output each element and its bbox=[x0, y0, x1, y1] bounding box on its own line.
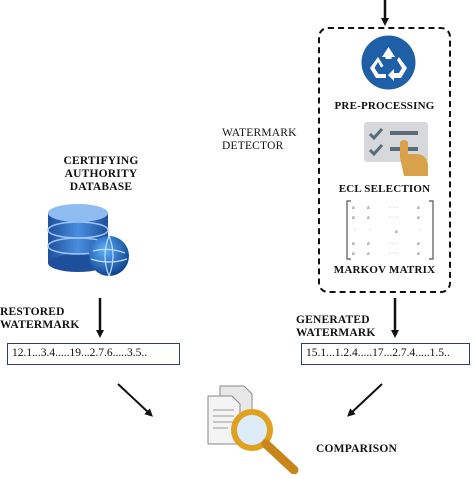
restored-to-comparison-arrow bbox=[117, 383, 153, 417]
svg-text:a: a bbox=[395, 229, 398, 235]
generated-to-comparison-arrow bbox=[347, 383, 383, 417]
svg-text:a: a bbox=[417, 215, 420, 221]
svg-text:a: a bbox=[352, 251, 355, 257]
ecl-selection-label: ECL SELECTION bbox=[338, 183, 431, 195]
generated-watermark-label: GENERATED WATERMARK bbox=[296, 314, 376, 339]
svg-text:·: · bbox=[419, 227, 421, 233]
comparison-label: COMPARISON bbox=[316, 443, 398, 455]
svg-text:a: a bbox=[367, 215, 370, 221]
markov-matrix-label: MARKOV MATRIX bbox=[333, 264, 436, 276]
svg-text:a: a bbox=[417, 241, 420, 247]
restored-watermark-value: 12.1...3.4.....19...2.7.6.....3.5.. bbox=[7, 343, 180, 365]
svg-text:a: a bbox=[367, 241, 370, 247]
svg-text:a: a bbox=[417, 251, 420, 257]
svg-text:a: a bbox=[367, 251, 370, 257]
svg-text:a: a bbox=[417, 205, 420, 211]
checklist-touch-icon bbox=[360, 120, 435, 183]
svg-text:a: a bbox=[367, 205, 370, 211]
watermark-detector-label: WATERMARK DETECTOR bbox=[222, 127, 297, 152]
svg-text:· · ·: · · · bbox=[389, 241, 398, 247]
recycle-icon bbox=[361, 35, 416, 95]
svg-text:· · ·: · · · bbox=[389, 205, 398, 211]
svg-text:· · ·: · · · bbox=[389, 215, 398, 221]
pre-processing-label: PRE-PROCESSING bbox=[334, 100, 435, 112]
document-magnifier-icon bbox=[198, 384, 308, 479]
svg-text:·: · bbox=[369, 227, 371, 233]
svg-text:·: · bbox=[354, 227, 356, 233]
database-globe-icon bbox=[43, 203, 133, 283]
watermark-detector-box bbox=[318, 27, 451, 293]
certifying-authority-label: CERTIFYING AUTHORITY DATABASE bbox=[63, 155, 139, 193]
generated-watermark-value: 15.1...1.2.4.....17...2.7.4.....1.5.. bbox=[301, 343, 470, 365]
restored-watermark-label: RESTORED WATERMARK bbox=[0, 306, 80, 331]
svg-text:· · ·: · · · bbox=[389, 251, 398, 257]
svg-text:a: a bbox=[352, 241, 355, 247]
svg-text:a: a bbox=[352, 215, 355, 221]
svg-text:a: a bbox=[352, 205, 355, 211]
